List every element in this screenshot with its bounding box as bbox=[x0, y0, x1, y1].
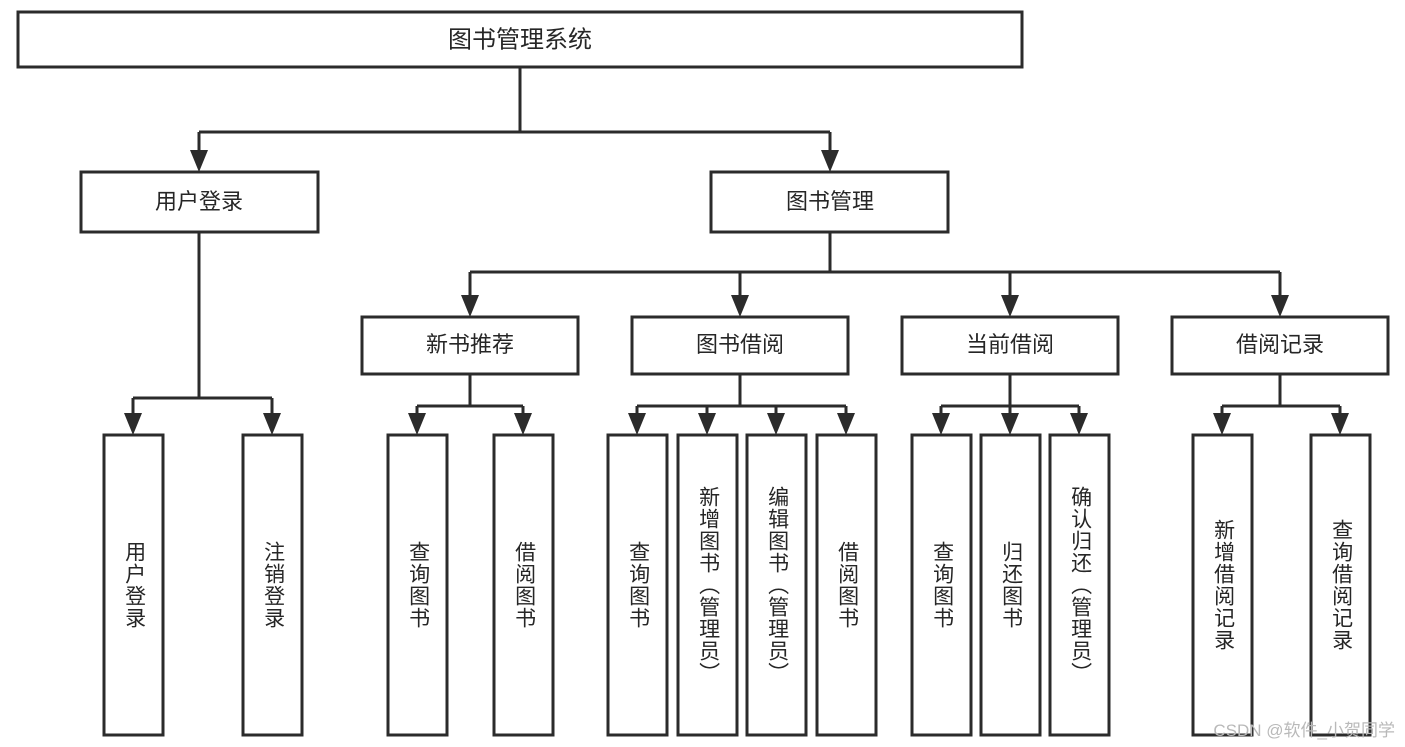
leaf-borrow-record-2[interactable] bbox=[1309, 433, 1372, 737]
leaf-book-borrow-1[interactable] bbox=[606, 433, 669, 737]
arrow-head-leaf-bb-1 bbox=[628, 413, 646, 435]
arrow-head-leaf-bb-3 bbox=[767, 413, 785, 435]
node-borrow-record[interactable] bbox=[1170, 315, 1390, 376]
node-root-book-management-system[interactable] bbox=[16, 10, 1024, 69]
leaf-book-borrow-3[interactable] bbox=[745, 433, 808, 737]
leaf-current-borrow-1[interactable] bbox=[910, 433, 973, 737]
node-user-login[interactable] bbox=[79, 170, 320, 234]
label-current-borrow: 当前借阅 bbox=[966, 332, 1054, 357]
label-book-borrow: 图书借阅 bbox=[696, 332, 784, 357]
node-new-book-recommend[interactable] bbox=[360, 315, 580, 376]
connector-group-user-login bbox=[124, 232, 281, 435]
node-current-borrow[interactable] bbox=[900, 315, 1120, 376]
connector-group-current-borrow bbox=[932, 374, 1088, 435]
arrow-head-leaf-user-login-2 bbox=[263, 413, 281, 435]
connector-group-root bbox=[190, 67, 839, 172]
leaf-current-borrow-3[interactable] bbox=[1048, 433, 1111, 737]
leaf-book-borrow-4[interactable] bbox=[815, 433, 878, 737]
arrow-head-new-book bbox=[461, 295, 479, 317]
connector-group-borrow-record bbox=[1213, 374, 1349, 435]
arrow-head-leaf-cb-2 bbox=[1001, 413, 1019, 435]
leaf-borrow-record-1[interactable] bbox=[1191, 433, 1254, 737]
label-book-management: 图书管理 bbox=[786, 189, 874, 214]
arrow-head-leaf-user-login-1 bbox=[124, 413, 142, 435]
connector-group-book-borrow bbox=[628, 374, 855, 435]
arrow-head-book-manage bbox=[821, 150, 839, 172]
arrow-head-leaf-cb-3 bbox=[1070, 413, 1088, 435]
connector-group-book-manage bbox=[461, 232, 1289, 317]
leaf-new-book-2[interactable] bbox=[492, 433, 555, 737]
arrow-head-current-borrow bbox=[1001, 295, 1019, 317]
leaf-book-borrow-2[interactable] bbox=[676, 433, 739, 737]
leaf-current-borrow-2[interactable] bbox=[979, 433, 1042, 737]
arrow-head-leaf-nb-2 bbox=[514, 413, 532, 435]
leaf-user-login-1[interactable] bbox=[102, 433, 165, 737]
label-borrow-record: 借阅记录 bbox=[1236, 332, 1324, 357]
arrow-head-leaf-br-1 bbox=[1213, 413, 1231, 435]
arrow-head-leaf-bb-4 bbox=[837, 413, 855, 435]
arrow-head-user-login bbox=[190, 150, 208, 172]
arrow-head-leaf-br-2 bbox=[1331, 413, 1349, 435]
arrow-head-book-borrow bbox=[731, 295, 749, 317]
watermark-text: CSDN @软件_小贺同学 bbox=[1213, 721, 1395, 740]
arrow-head-leaf-bb-2 bbox=[698, 413, 716, 435]
label-user-login: 用户登录 bbox=[155, 189, 243, 214]
label-new-book-recommend: 新书推荐 bbox=[426, 332, 514, 357]
arrow-head-leaf-cb-1 bbox=[932, 413, 950, 435]
leaf-new-book-1[interactable] bbox=[386, 433, 449, 737]
arrow-head-leaf-nb-1 bbox=[408, 413, 426, 435]
leaf-user-login-2[interactable] bbox=[241, 433, 304, 737]
connector-group-new-book bbox=[408, 374, 532, 435]
node-book-management[interactable] bbox=[709, 170, 950, 234]
label-root: 图书管理系统 bbox=[448, 26, 592, 53]
arrow-head-borrow-record bbox=[1271, 295, 1289, 317]
node-book-borrow[interactable] bbox=[630, 315, 850, 376]
